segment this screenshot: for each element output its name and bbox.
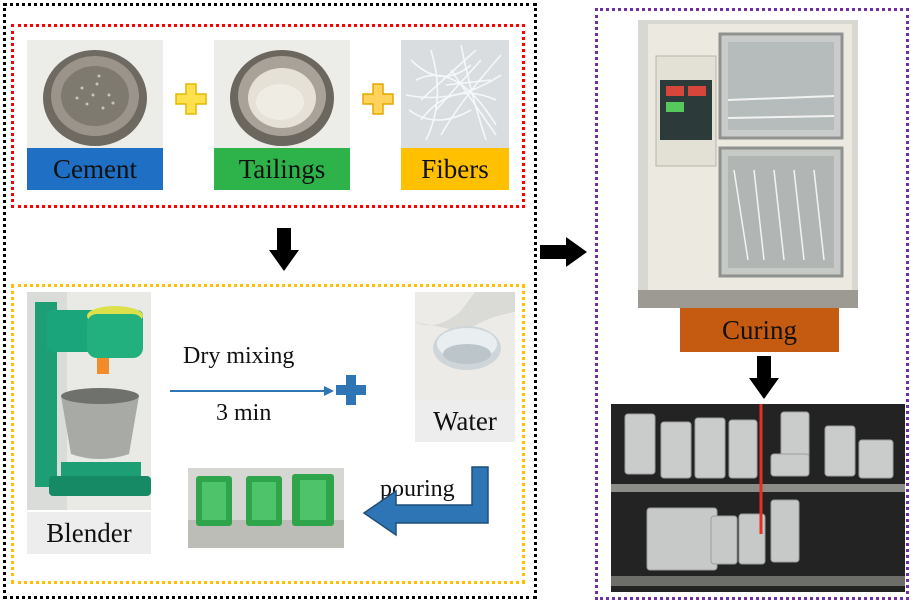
plus-icon xyxy=(336,375,366,405)
down-arrow-icon xyxy=(269,228,299,271)
curing-cabinet-photo xyxy=(638,20,858,308)
blender-label: Blender xyxy=(27,512,151,554)
plus-icon xyxy=(175,83,207,115)
dry-mixing-label: Dry mixing xyxy=(183,343,295,369)
down-arrow-icon xyxy=(749,356,779,399)
curing-label: Curing xyxy=(680,308,839,352)
cement-label: Cement xyxy=(27,148,163,190)
fibers-label: Fibers xyxy=(401,148,509,190)
right-arrow-icon xyxy=(540,237,587,267)
u-turn-arrow-icon xyxy=(362,466,489,537)
tailings-label: Tailings xyxy=(214,148,350,190)
mixing-frame xyxy=(11,284,525,584)
blender-photo xyxy=(27,292,151,510)
water-label: Water xyxy=(415,400,515,442)
molds-photo xyxy=(188,468,344,548)
preparation-frame xyxy=(3,3,537,599)
duration-label: 3 min xyxy=(216,400,272,426)
cement-photo xyxy=(27,40,163,148)
right-arrow-icon xyxy=(170,386,334,396)
tailings-photo xyxy=(214,40,350,148)
water-photo xyxy=(415,292,515,402)
curing-frame xyxy=(595,8,909,600)
specimens-photo xyxy=(611,404,905,592)
fibers-photo xyxy=(401,40,509,148)
materials-frame xyxy=(11,24,525,208)
plus-icon xyxy=(362,83,394,115)
